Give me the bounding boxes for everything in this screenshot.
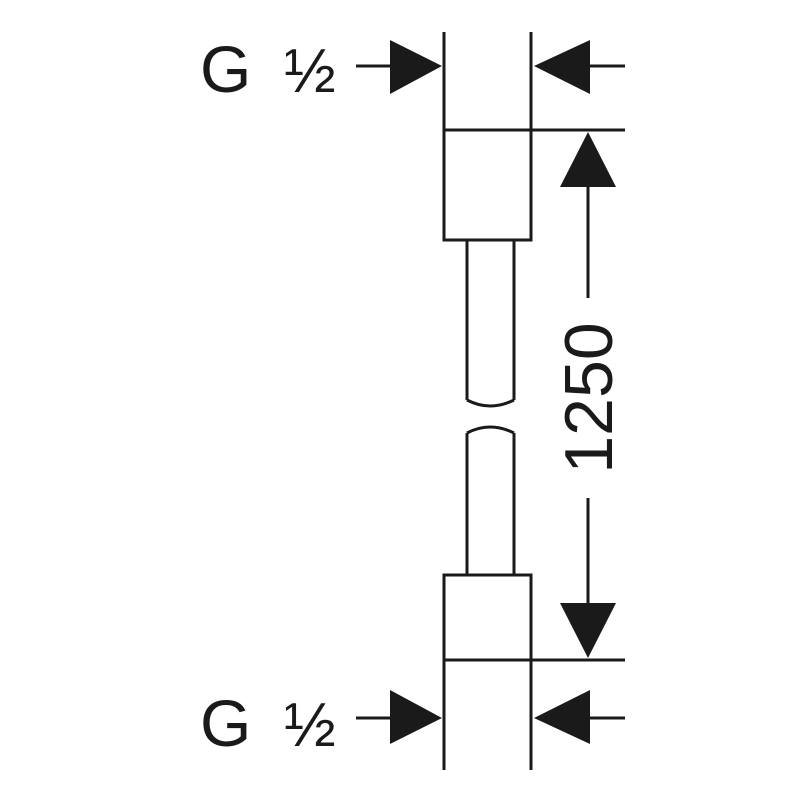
top-thread-size: ½ [284,37,336,106]
top-fitting [442,128,533,242]
bottom-thread-arrow-left [534,690,590,744]
bottom-thread-arrow-right [390,690,442,744]
length-arrow-down [560,603,616,658]
bottom-thread-letter: G [200,686,251,760]
length-arrow-up [560,132,616,187]
hose-upper-segment [465,240,516,408]
hose-lower-segment [465,425,516,575]
length-value: 1250 [551,322,627,473]
top-thread-arrow-left [534,40,590,94]
bottom-thread-size: ½ [284,691,336,760]
top-thread-arrow-right [390,40,442,94]
bottom-fitting [442,573,533,662]
top-thread-letter: G [200,32,251,106]
